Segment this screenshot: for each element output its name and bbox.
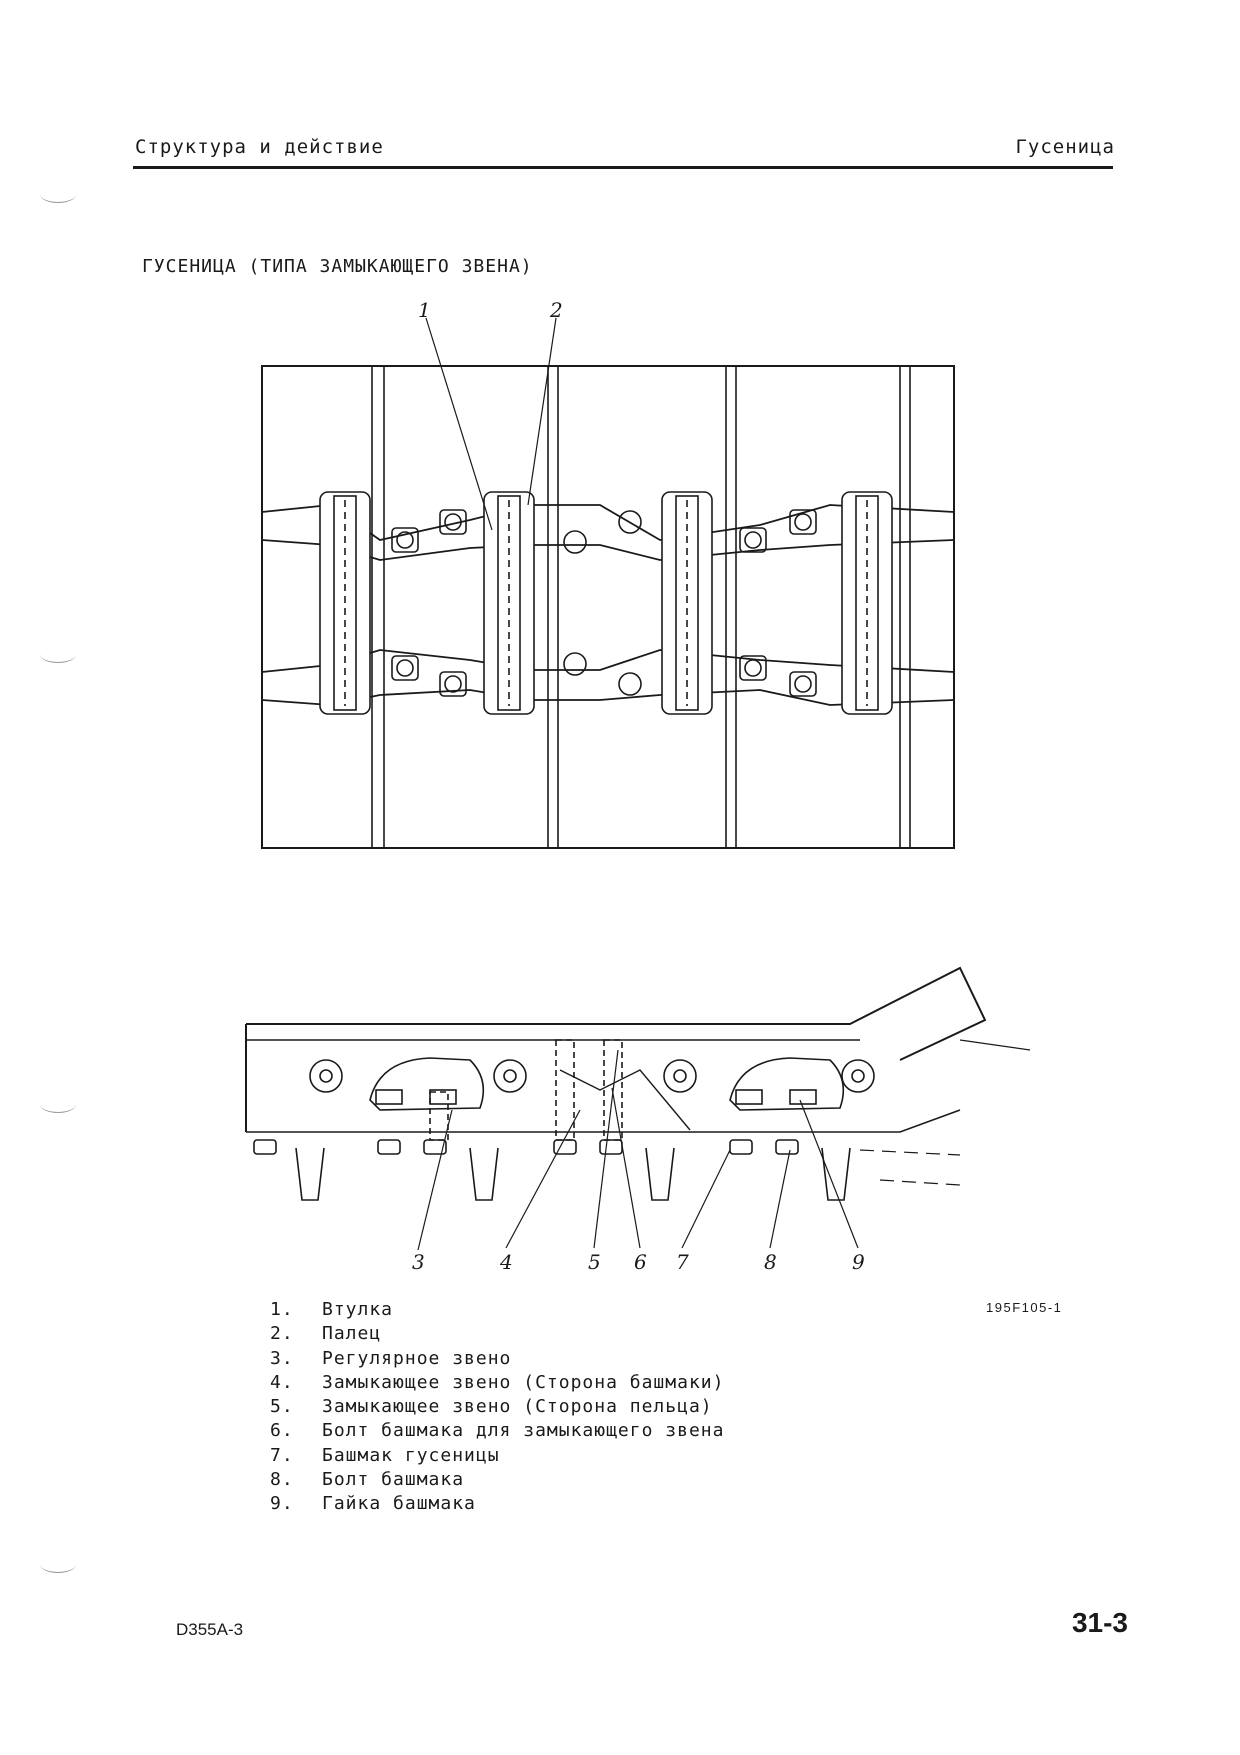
callout-8: 8 [764,1250,777,1274]
callout-leaders [417,1049,859,1251]
shoe-grousers-side [295,1147,851,1201]
callout-2: 2 [550,298,563,322]
callout-9: 9 [852,1250,865,1274]
callout-1: 1 [418,298,431,322]
legend-item: 4.Замыкающее звено (Сторона башмаки) [270,1371,725,1393]
legend-item: 2.Палец [270,1323,382,1345]
figure-title: ГУСЕНИЦА (ТИПА ЗАМЫКАЮЩЕГО ЗВЕНА) [142,256,533,277]
header-topic: Гусеница [1015,136,1115,158]
legend-item: 9.Гайка башмака [270,1493,476,1515]
page-number: 31-3 [1071,1607,1128,1638]
legend-item: 3.Регулярное звено [270,1347,512,1369]
figure-code: 195F105-1 [986,1300,1063,1315]
master-link-bolts [429,1039,623,1141]
callout-leaders [425,317,557,531]
legend-item: 1.Втулка [270,1299,394,1320]
callout-7: 7 [676,1250,689,1274]
punch-hole-mark [40,1556,76,1573]
track-top-view-drawing [261,317,955,849]
punch-hole-mark [40,186,76,203]
parts-legend: 1.Втулка 2.Палец 3.Регулярное звено 4.За… [270,1298,724,1517]
callout-3: 3 [412,1250,425,1274]
callout-5: 5 [588,1250,601,1274]
header-section: Структура и действие [135,136,384,158]
legend-item: 6.Болт башмака для замыкающего звена [270,1420,725,1442]
legend-item: 7.Башмак гусеницы [270,1444,500,1466]
legend-item: 8.Болт башмака [270,1469,465,1491]
footer-model: D355A-3 [176,1620,244,1639]
callout-4: 4 [500,1250,513,1274]
shoe-bolts [391,509,817,697]
legend-item: 5.Замыкающее звено (Сторона пельца) [270,1396,713,1418]
callout-6: 6 [634,1250,647,1274]
track-side-view-drawing [245,966,1031,1251]
link-windows [309,1057,875,1111]
punch-hole-mark [40,1096,76,1113]
punch-hole-mark [40,646,76,663]
pin-bushings [319,491,893,715]
shoe-grousers [371,366,911,848]
shoe-nuts [253,1139,799,1155]
header-rule [133,166,1113,169]
